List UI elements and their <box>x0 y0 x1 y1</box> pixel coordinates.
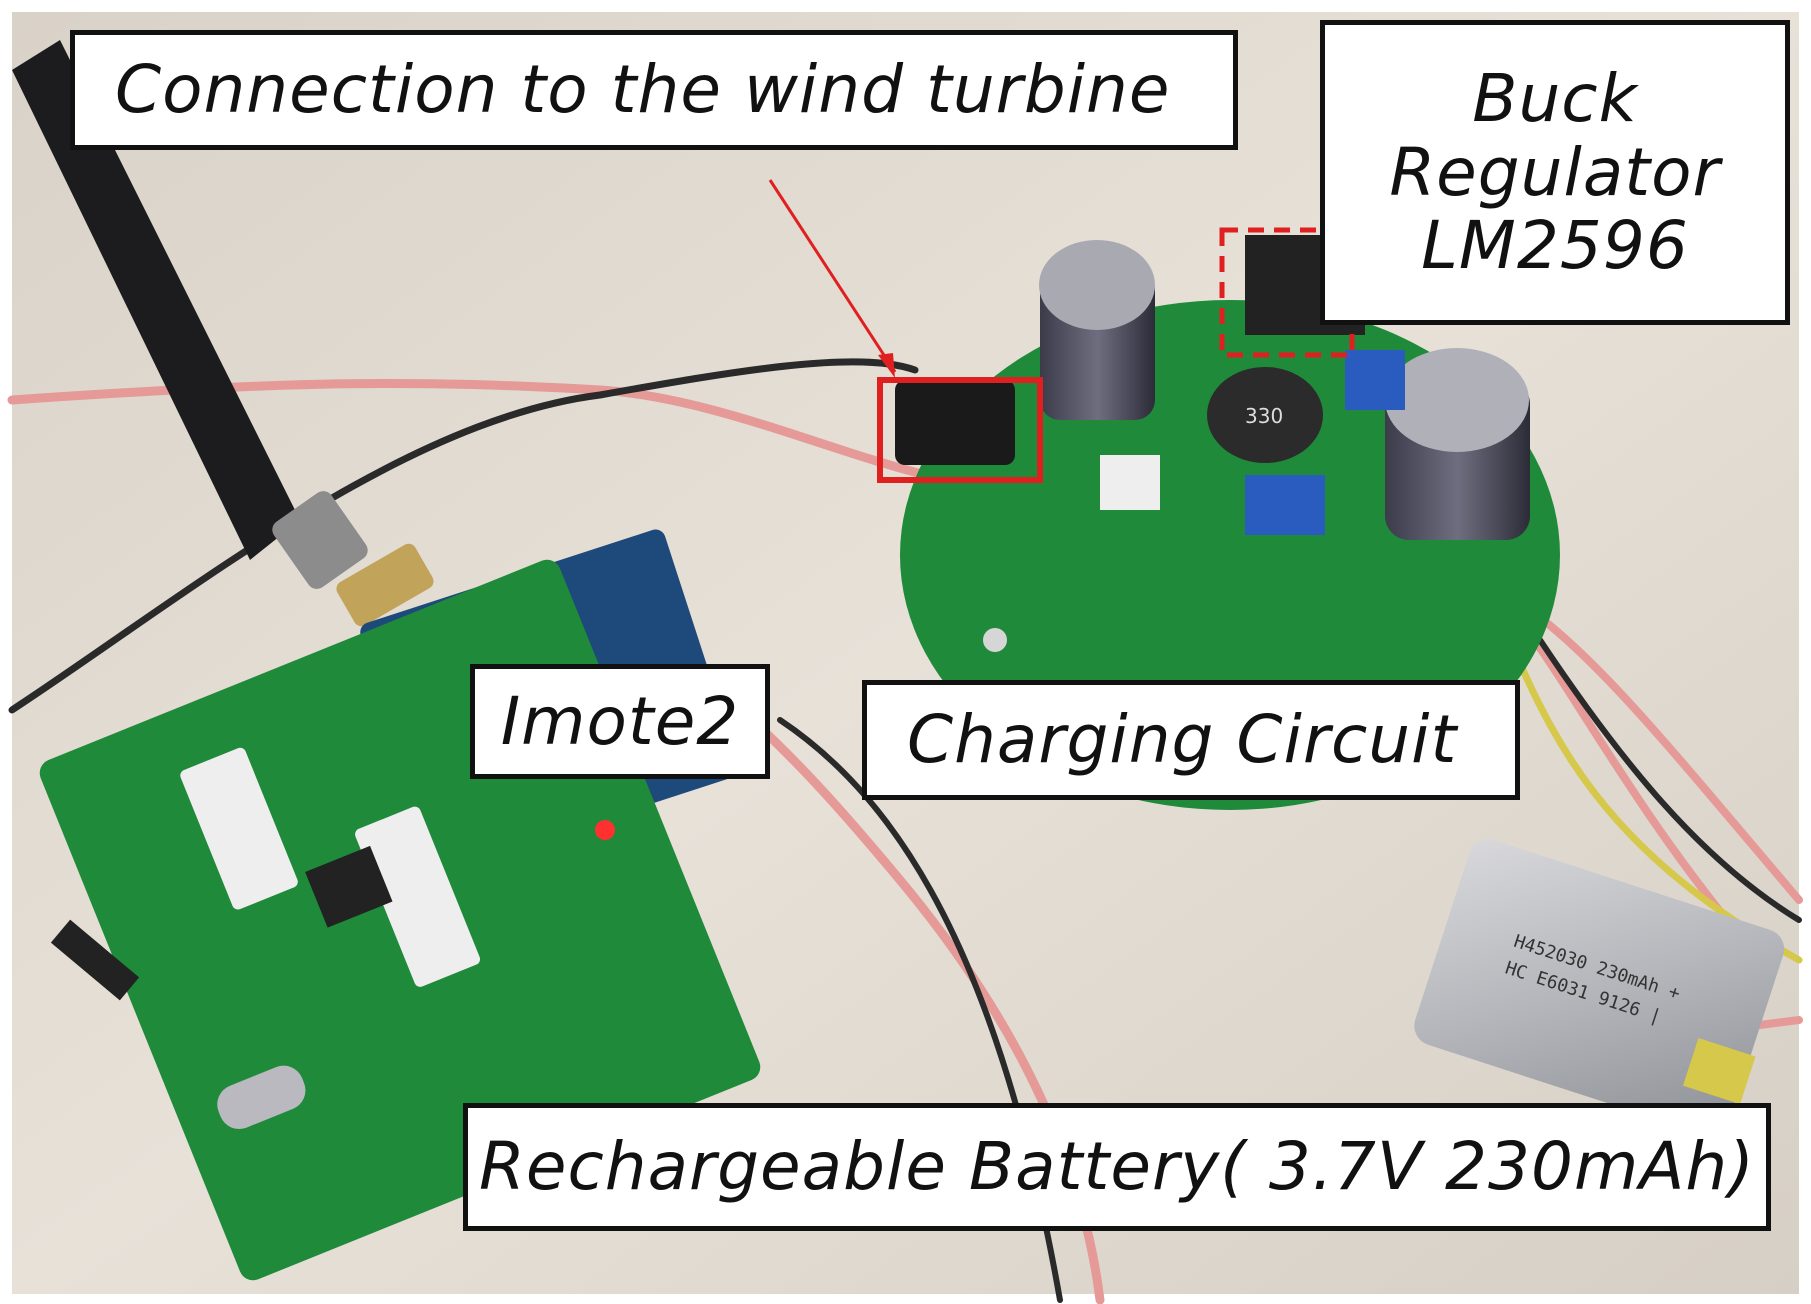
label-rechargeable-battery: Rechargeable Battery( 3.7V 230mAh) <box>463 1103 1771 1231</box>
dc-jack-highlight <box>877 377 1043 483</box>
inductor <box>1207 367 1323 463</box>
pcb-mount-hole <box>983 628 1007 652</box>
label-buck-line-2: Regulator <box>1389 133 1721 211</box>
inductor-marking: 330 <box>1245 404 1283 428</box>
dc-jack <box>895 380 1015 465</box>
antenna-connector <box>336 543 434 627</box>
lipo-battery: H452030 230mAh + HC E6031 9126 | <box>1414 839 1785 1136</box>
black-wire-right <box>1537 637 1802 923</box>
battery-tab <box>1682 1038 1756 1105</box>
trimmer-pot-2 <box>1245 475 1325 535</box>
label-buck-line-1: Buck <box>1472 59 1638 137</box>
antenna-body <box>12 40 300 560</box>
imote2-header-pins <box>50 919 140 1001</box>
antenna <box>12 40 434 627</box>
label-connection-to-wind-turbine: Connection to the wind turbine <box>70 30 1238 150</box>
label-imote2: Imote2 <box>470 664 770 779</box>
imote2-led <box>595 820 615 840</box>
imote2-connector-1 <box>180 747 298 910</box>
imote2-connector-2 <box>355 806 481 987</box>
trimmer-pot-1 <box>1345 350 1405 410</box>
black-wire-left <box>8 358 919 714</box>
imote2-chip <box>305 845 393 928</box>
antenna-collar <box>272 491 368 589</box>
connector-white <box>1100 455 1160 510</box>
label-buck-line-3: LM2596 <box>1421 207 1689 285</box>
label-charging-circuit: Charging Circuit <box>862 680 1520 800</box>
connection-arrowhead <box>878 353 895 378</box>
label-buck-regulator: Buck Regulator LM2596 <box>1320 20 1790 325</box>
capacitor-left-top <box>1039 240 1155 330</box>
connection-arrow <box>768 179 897 373</box>
imote2-crystal <box>217 1065 306 1130</box>
capacitor-right-top <box>1385 348 1529 452</box>
pink-wire-right-1 <box>1526 606 1803 904</box>
